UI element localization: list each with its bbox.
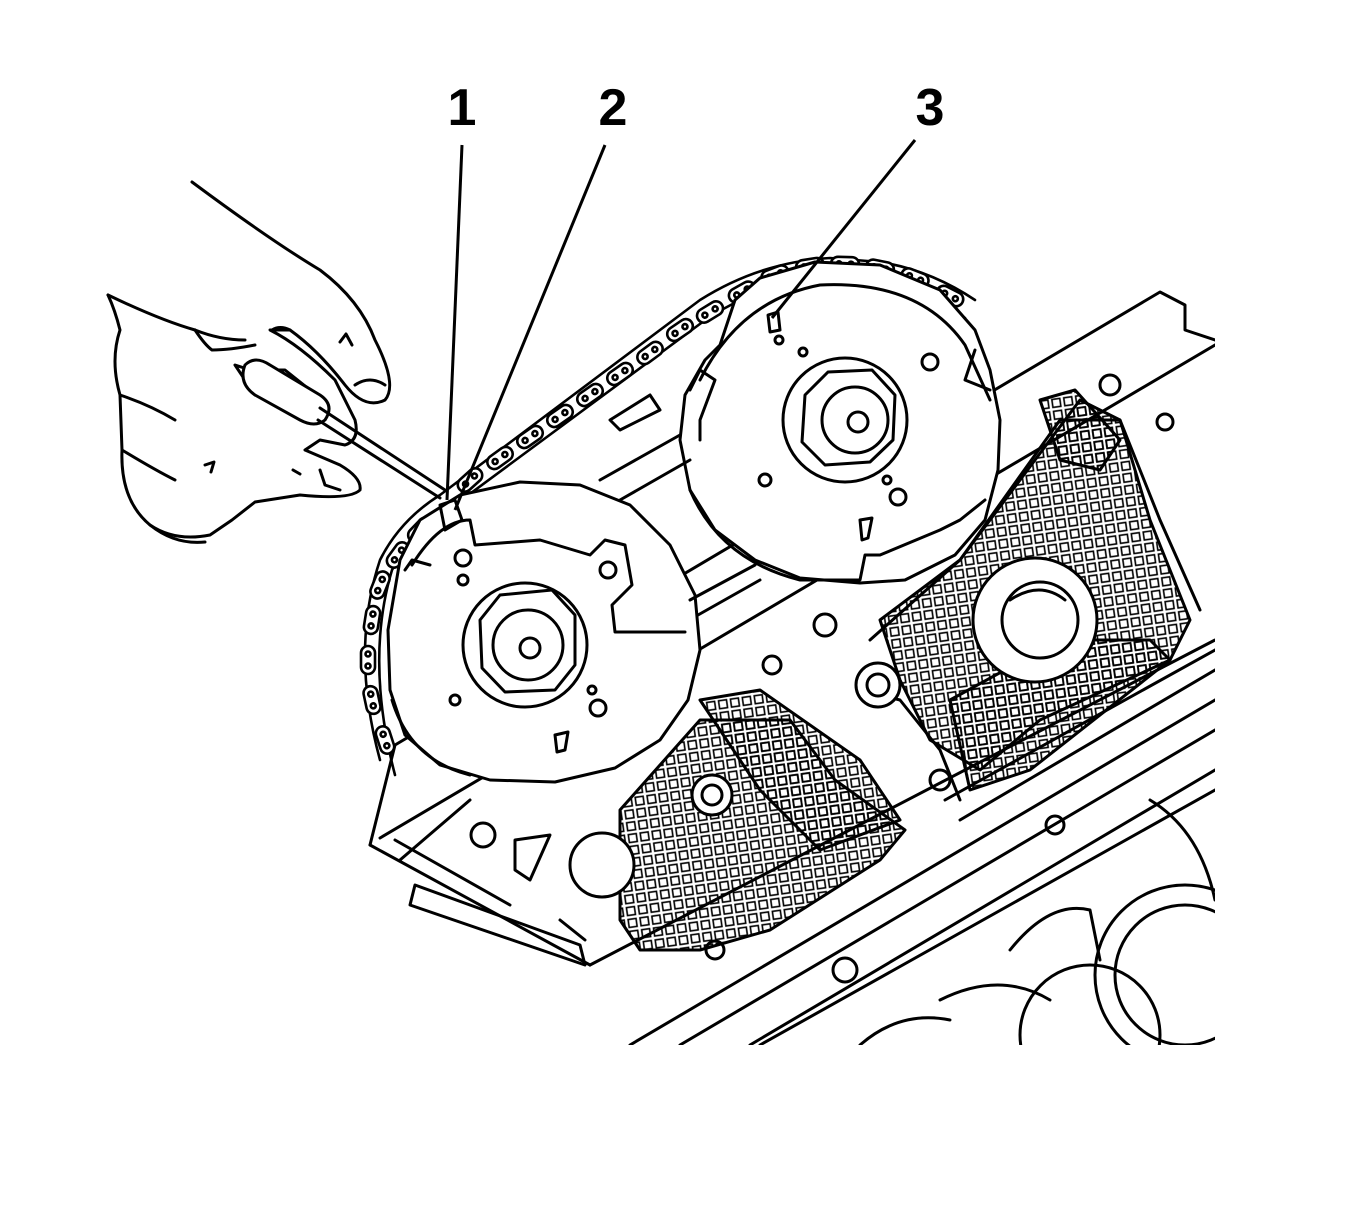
chain-pin	[364, 650, 372, 658]
chain-pin	[671, 329, 679, 338]
chain-pin	[711, 305, 719, 313]
chain-pin	[373, 586, 382, 595]
callout-1-leader	[445, 144, 464, 501]
chain-link	[369, 570, 391, 600]
chain-pin	[366, 690, 375, 698]
callout-2: 2	[599, 79, 628, 137]
chain-pin	[501, 450, 509, 459]
chain-pin	[390, 556, 399, 564]
chain-pin	[531, 429, 539, 438]
callout-3: 3	[916, 79, 945, 137]
tool-shaft	[241, 358, 447, 500]
chain-pin	[581, 394, 589, 403]
chain-pin	[621, 366, 629, 375]
left-camshaft-sprocket	[386, 480, 702, 784]
lower-crank-gears	[858, 798, 1215, 1045]
chain-pin	[470, 472, 479, 480]
chain-link	[362, 604, 382, 636]
chain-pin	[378, 575, 387, 584]
chain-pin	[681, 322, 689, 331]
callout-3-leader	[770, 139, 917, 319]
chain-link	[695, 300, 725, 324]
block-bolt-holes	[469, 373, 1175, 984]
chain-pin	[701, 311, 709, 319]
right-camshaft-sprocket	[678, 260, 1002, 585]
chain-link	[486, 445, 514, 471]
chain-pin	[369, 702, 378, 710]
chain-pin	[951, 294, 960, 303]
chain-link	[665, 317, 695, 343]
callout-labels: 1 2 3	[448, 79, 945, 137]
chain-pin	[379, 730, 387, 739]
chain-link	[575, 382, 605, 408]
callout-2-leader	[453, 144, 607, 511]
callout-leaders	[445, 139, 917, 511]
chain-pin	[611, 373, 619, 382]
chain-link	[362, 684, 382, 716]
chain-pin	[641, 352, 649, 361]
chain-link	[605, 361, 635, 387]
chain-link	[515, 424, 545, 450]
chain-link	[545, 403, 575, 429]
chain-pin	[369, 610, 377, 618]
cam-bearing-boss	[971, 556, 1099, 684]
chain-pin	[551, 415, 559, 424]
chain-pin	[367, 622, 375, 630]
chain-pin	[591, 387, 599, 396]
chain-pin	[521, 436, 529, 445]
chain-pin	[491, 457, 499, 466]
timing-chain	[359, 255, 977, 777]
callout-1: 1	[448, 79, 477, 137]
chain-pin	[561, 408, 569, 417]
chain-link	[636, 340, 664, 366]
block-ribs	[598, 393, 762, 617]
chain-pin	[651, 345, 659, 354]
chain-pin	[364, 662, 372, 670]
chain-pin	[383, 741, 391, 750]
